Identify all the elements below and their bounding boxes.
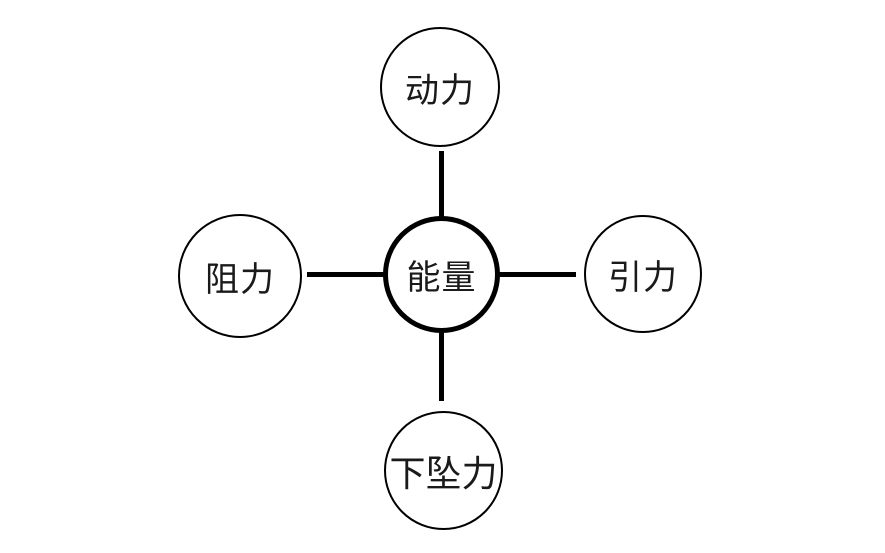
node-resistance: 阻力 [178,214,302,338]
edge-center-to-top [439,151,444,219]
node-energy: 能量 [383,216,500,333]
node-falling-force-label: 下坠力 [389,453,498,494]
edge-center-to-left [307,272,385,277]
node-falling-force: 下坠力 [384,411,503,530]
node-energy-label: 能量 [406,260,477,297]
node-gravity: 引力 [584,215,702,333]
node-gravity-label: 引力 [608,259,678,297]
edge-center-to-bottom [439,329,444,401]
node-resistance-label: 阻力 [205,261,275,299]
node-power-label: 动力 [405,72,475,110]
edge-center-to-right [498,272,576,277]
node-power: 动力 [380,27,500,147]
